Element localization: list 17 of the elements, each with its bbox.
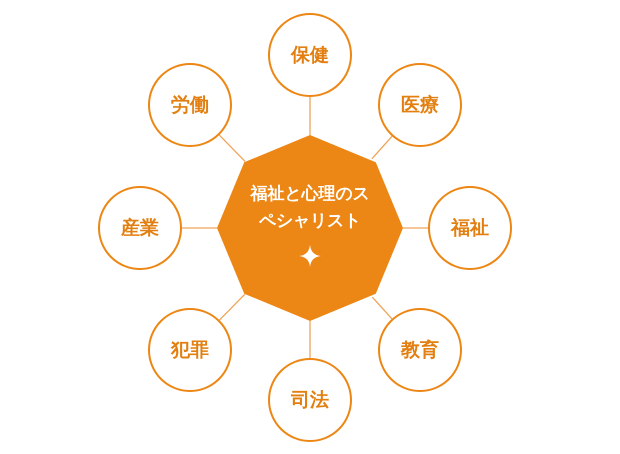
topic-label: 医療 (401, 93, 439, 118)
connector-line (403, 227, 428, 229)
topic-label: 司法 (291, 388, 329, 413)
center-title: 福祉と心理のスペシャリスト (249, 182, 370, 233)
topic-label: 教育 (401, 338, 439, 363)
topic-label: 犯罪 (171, 338, 209, 363)
connector-line (182, 227, 217, 229)
connector-line (372, 296, 392, 320)
topic-label: 産業 (121, 216, 159, 241)
connector-line (309, 321, 311, 358)
connector-line (218, 294, 246, 321)
connector-line (372, 136, 392, 160)
topic-label: 保健 (291, 43, 329, 68)
connector-line (309, 97, 311, 135)
topic-label: 労働 (171, 93, 209, 118)
topic-label: 福祉 (451, 216, 489, 241)
connector-line (218, 134, 246, 162)
